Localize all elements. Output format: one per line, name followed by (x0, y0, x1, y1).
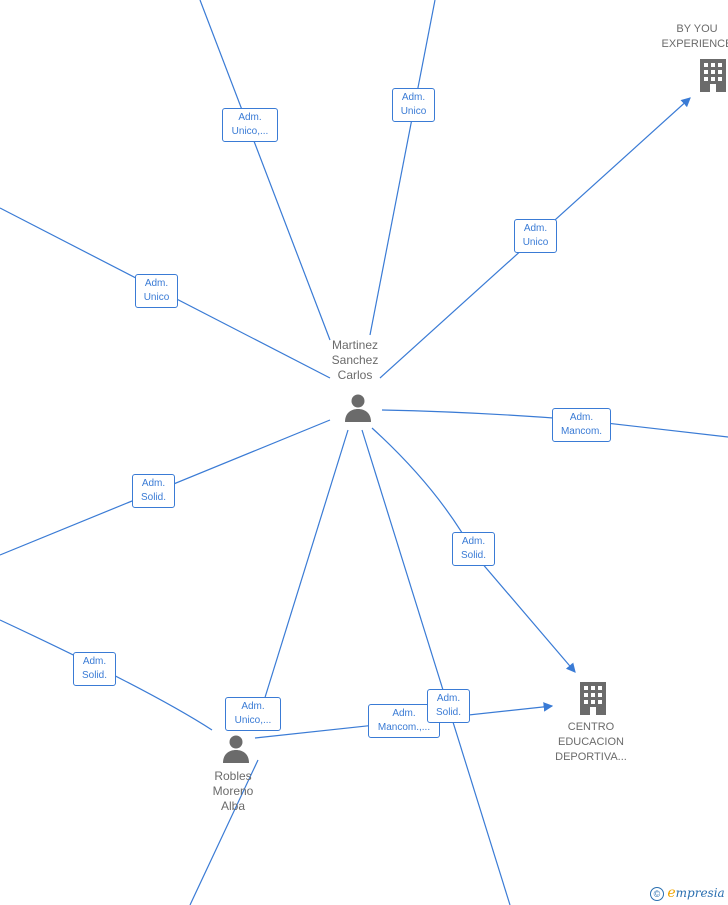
copyright-icon: © (650, 887, 664, 901)
person-icon[interactable] (343, 393, 373, 423)
edge-label-adm-unico-by-you[interactable]: Adm.Unico (514, 219, 557, 253)
building-icon[interactable] (698, 58, 728, 92)
edge-top (369, 0, 436, 336)
company-centro-name[interactable]: CENTRO EDUCACION DEPORTIVA... (555, 721, 627, 763)
building-icon[interactable] (578, 681, 608, 715)
edge-label-adm-solid-left[interactable]: Adm.Solid. (132, 474, 175, 508)
second-person-name[interactable]: Robles Moreno Alba (212, 769, 254, 813)
company-by-you-name[interactable]: BY YOU EXPERIENCE (661, 23, 728, 50)
edge-center-down (361, 429, 511, 905)
edge-label-adm-unico-top-left[interactable]: Adm.Unico,... (222, 108, 278, 142)
edge-top-left (199, 0, 331, 341)
edge-label-adm-solid-center-down[interactable]: Adm.Solid. (427, 689, 470, 723)
edge-label-adm-unico-top[interactable]: Adm.Unico (392, 88, 435, 122)
edge-robles-down (189, 759, 259, 905)
edge-label-adm-unico-robles[interactable]: Adm.Unico,... (225, 697, 281, 731)
edge-center-to-robles (257, 429, 349, 721)
edge-left-lower (0, 619, 213, 731)
edge-label-adm-solid-centro[interactable]: Adm.Solid. (452, 532, 495, 566)
edge-label-adm-mancom-right[interactable]: Adm.Mancom. (552, 408, 611, 442)
person-icon[interactable] (221, 734, 251, 764)
edge-label-adm-solid-lower-left[interactable]: Adm.Solid. (73, 652, 116, 686)
edge-label-adm-unico-left[interactable]: Adm.Unico (135, 274, 178, 308)
empresia-logo: © empresia (650, 885, 725, 901)
center-person-name[interactable]: Martinez Sanchez Carlos (331, 338, 379, 382)
